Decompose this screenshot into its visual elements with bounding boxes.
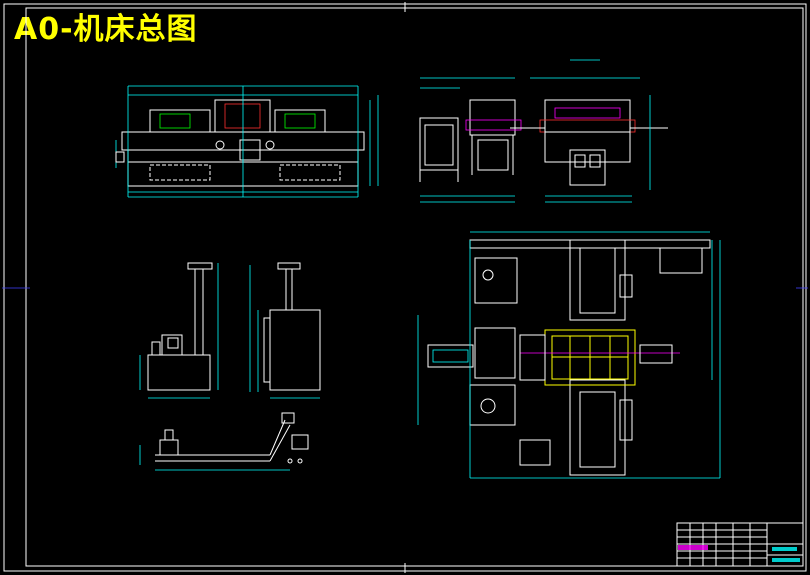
front-elevation-view — [115, 85, 379, 198]
hydraulic-station-side-view — [249, 262, 321, 399]
chip-conveyor-view — [139, 412, 309, 471]
end-elevation-view — [510, 59, 668, 203]
drawing-title: A0-机床总图 — [14, 12, 198, 47]
plan-view — [417, 231, 721, 479]
hydraulic-station-front-view — [139, 262, 219, 399]
title-block — [676, 522, 804, 567]
side-elevation-view — [419, 77, 522, 203]
